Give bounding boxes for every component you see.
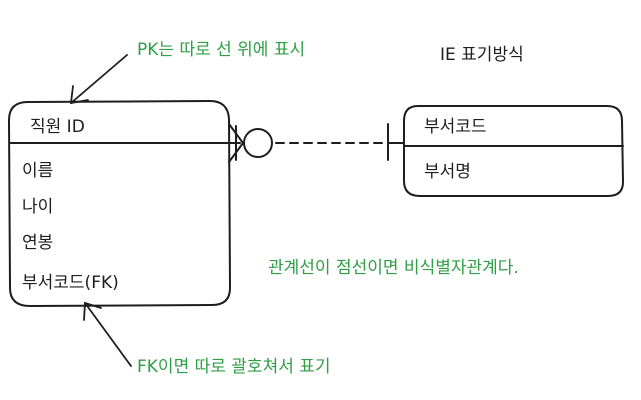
- fk-arrow: [83, 301, 132, 367]
- pk-arrow-head-icon: [69, 85, 89, 105]
- employee-attr-name: 이름: [22, 161, 53, 181]
- pk-arrow-shaft: [70, 54, 128, 104]
- employee-entity[interactable]: 직원 ID 이름 나이 연봉 부서코드(FK): [8, 100, 241, 307]
- notation-title: IE 표기방식: [440, 45, 524, 65]
- department-attr-name: 부서명: [424, 162, 471, 182]
- employee-attr-age: 나이: [22, 197, 53, 217]
- pk-annotation: PK는 따로 선 위에 표시: [137, 40, 305, 60]
- fk-arrow-shaft: [84, 302, 132, 367]
- relation-annotation: 관계선이 점선이면 비식별자관계다.: [268, 258, 519, 278]
- pk-arrow: [69, 54, 128, 105]
- department-entity-border: [403, 105, 624, 197]
- fk-annotation: FK이면 따로 괄호쳐서 표기: [137, 357, 331, 377]
- employee-entity-border: [8, 100, 231, 307]
- zero-cardinality-icon: [243, 128, 273, 158]
- employee-primary-key: 직원 ID: [30, 117, 85, 137]
- department-primary-key: 부서코드: [424, 117, 487, 137]
- employee-attr-dept-code-fk: 부서코드(FK): [22, 273, 119, 293]
- relationship-line[interactable]: [228, 123, 405, 163]
- department-entity[interactable]: 부서코드 부서명: [403, 105, 624, 197]
- fk-arrow-head-icon: [83, 301, 102, 321]
- employee-attr-salary: 연봉: [22, 233, 53, 253]
